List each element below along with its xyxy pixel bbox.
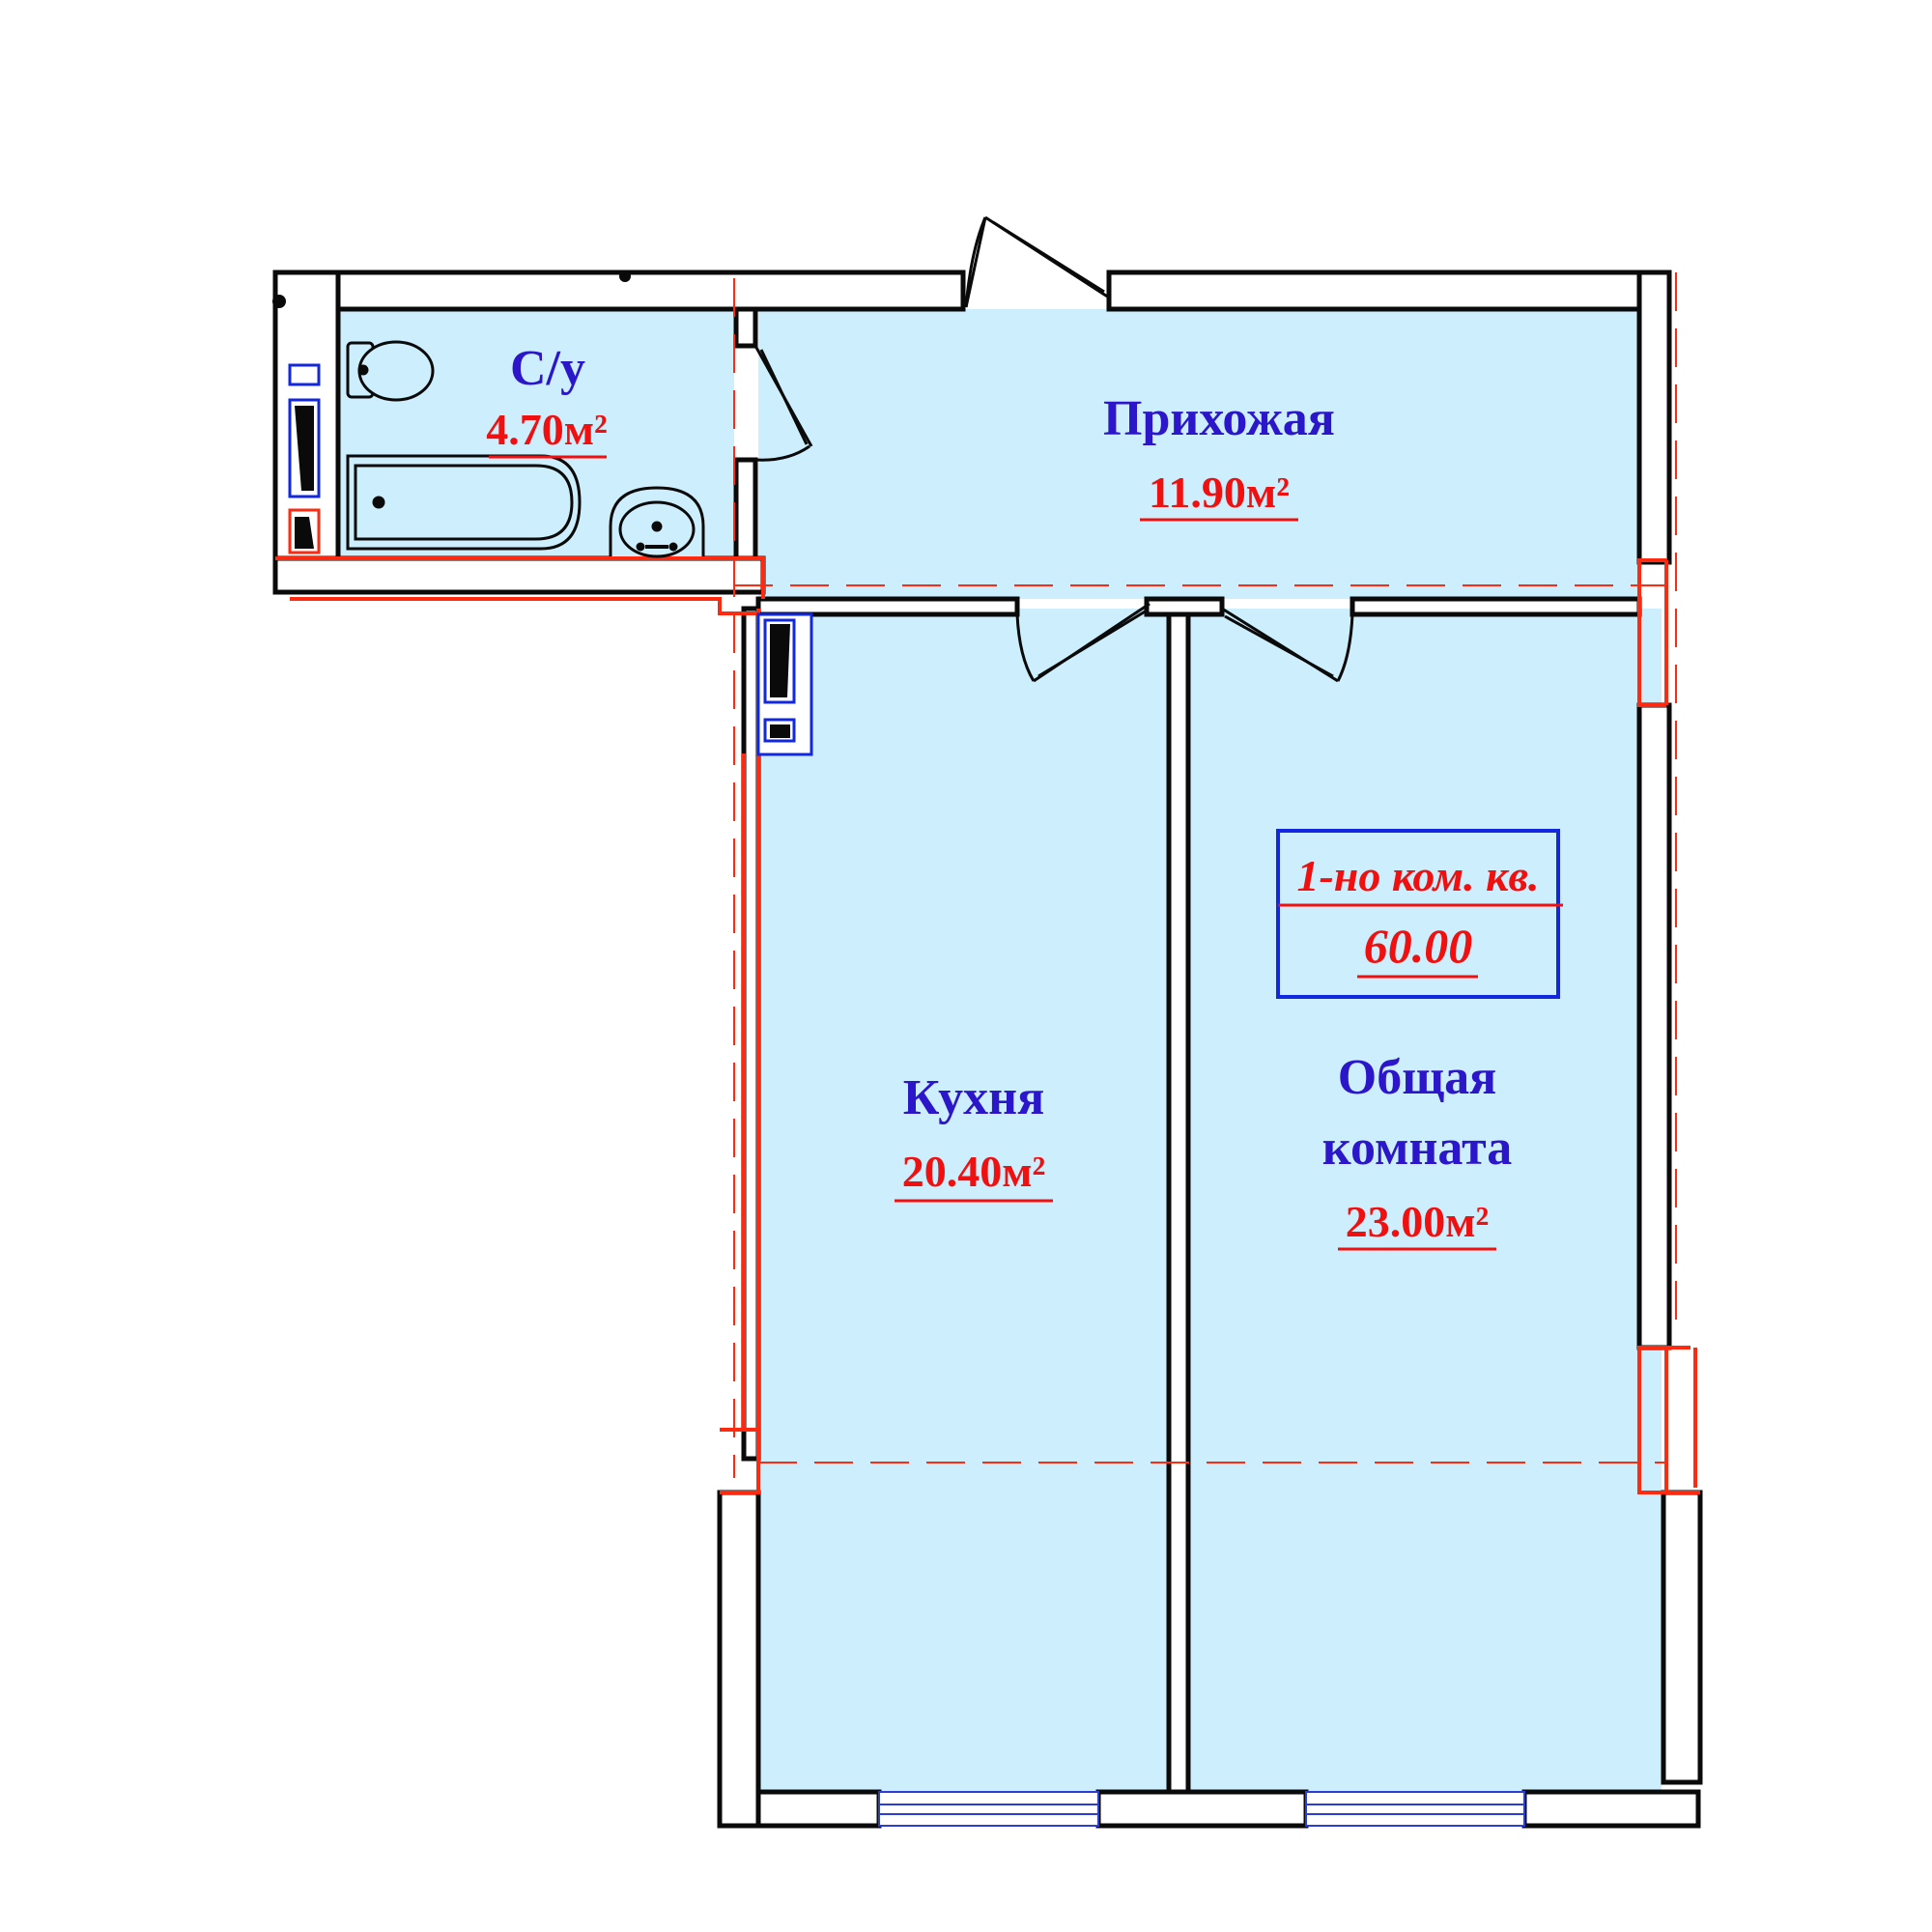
bathroom-name: С/у [510,341,585,396]
top-wall-left [272,270,966,312]
kitchen-left-wall [741,606,761,1462]
bathroom-bottom-wall [272,555,766,595]
kitchen-window-notch [720,1428,760,1494]
kitchen-area: 20.40м² [902,1147,1046,1196]
windows [878,1791,1525,1827]
room-floors [338,309,1662,1792]
right-wall-lower [1661,1490,1703,1785]
inner-walls [272,306,1642,1795]
bottom-wall-right [1521,1789,1701,1829]
bathtub-icon [346,454,582,551]
bathroom-partition-top [733,306,758,349]
living-window[interactable] [1305,1791,1525,1827]
bottom-wall-mid [1095,1789,1309,1829]
doors [753,215,1354,683]
wall-dot [619,270,631,282]
sink-icon [609,486,705,558]
right-wall-middle [1636,702,1672,1350]
entrance-door[interactable] [964,215,1110,308]
top-wall-right [1106,270,1672,312]
bathroom-partition-bottom [733,457,758,561]
apartment-badge: 1-но ком. кв. 60.00 [1276,829,1563,999]
hallway-partition-right [1350,596,1642,617]
right-notch-upper [1637,558,1666,707]
hallway-partition-left [755,596,1020,617]
apartment-total-area: 60.00 [1364,919,1473,973]
right-wall-upper [1636,270,1672,565]
outer-walls [272,270,1703,1829]
bathroom-area: 4.70м² [486,405,608,454]
living-name-line2: комната [1322,1121,1513,1176]
bathroom-door[interactable] [753,345,813,462]
hallway-area: 11.90м² [1149,468,1290,517]
living-door[interactable] [1221,607,1354,683]
toilet-icon [346,340,435,402]
living-floor [1188,609,1662,1792]
wall-dot-2 [272,295,286,308]
bathroom-fixtures [346,340,705,558]
apartment-badge-frame [1276,829,1560,999]
axis-lines [733,272,1677,1478]
hallway-floor [758,309,1639,599]
ventilation-shafts [288,363,813,756]
apartment-type: 1-но ком. кв. [1296,851,1539,900]
left-wall-lower [717,1490,761,1829]
room-labels: С/у 4.70м² Прихожая 11.90м² Кухня 20.40м… [486,341,1513,1251]
corner-step-red-2 [705,597,758,615]
kitchen-door[interactable] [1015,602,1151,683]
hallway-name: Прихожая [1103,391,1335,446]
living-area: 23.00м² [1346,1197,1490,1246]
vent-shaft-top [288,363,321,386]
kitchen-name: Кухня [903,1070,1045,1125]
kitchen-window[interactable] [878,1791,1099,1827]
kitchen-living-partition [1166,611,1191,1795]
living-name-line1: Общая [1338,1050,1496,1105]
